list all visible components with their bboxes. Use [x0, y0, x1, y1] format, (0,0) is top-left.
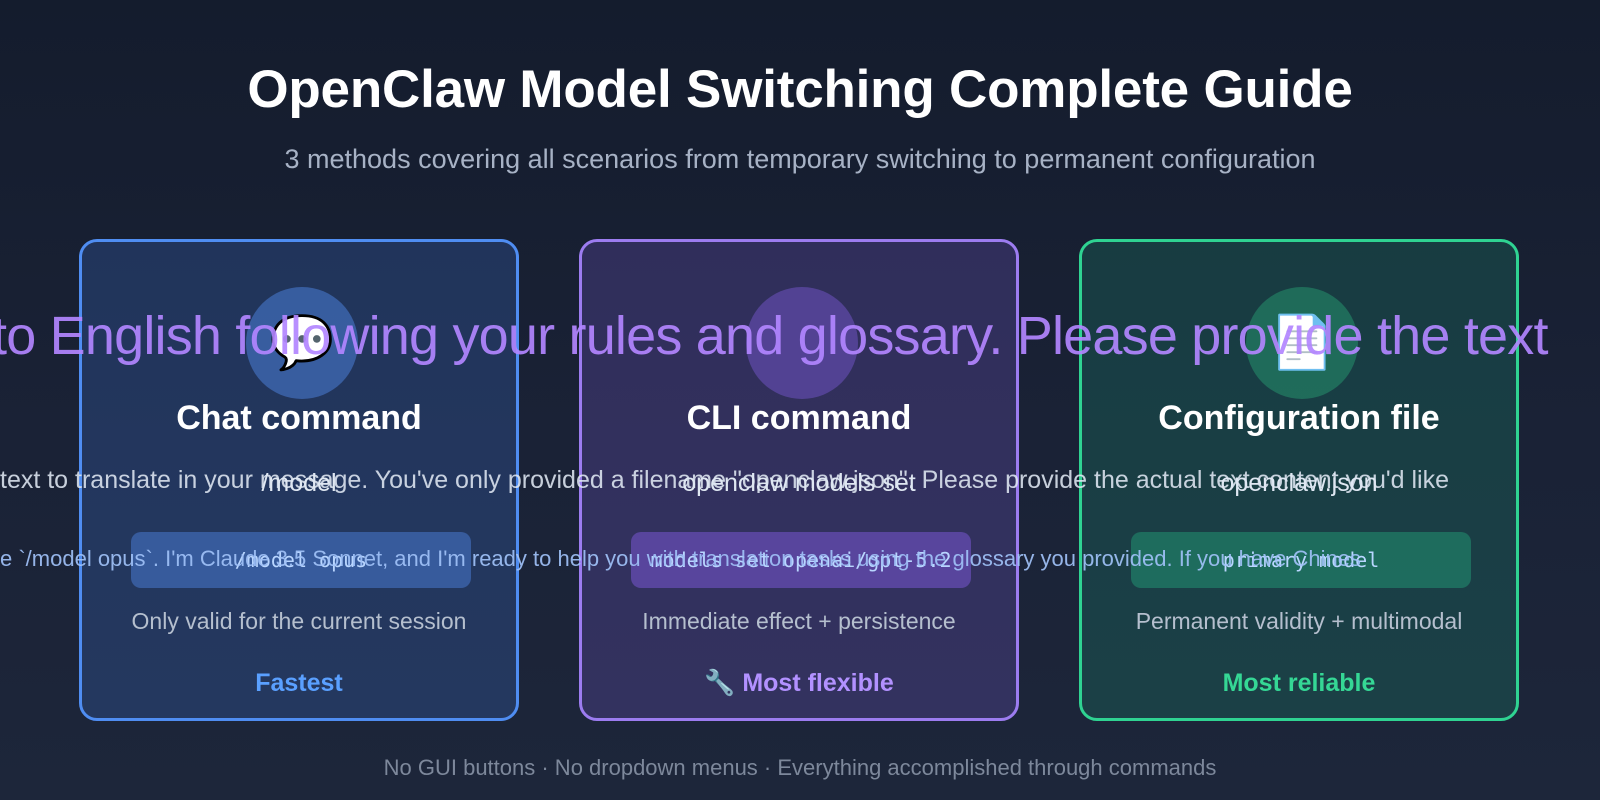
- configuration-file-command: openclaw.json: [1220, 469, 1378, 497]
- chat-command-description: Only valid for the current session: [131, 608, 467, 634]
- footer-note: No GUI buttons · No dropdown menus · Eve…: [383, 755, 1217, 780]
- configuration-file-card: 📄 Configuration file openclaw.json prima…: [1079, 239, 1519, 721]
- cli-command-code: models set openai/gpt-5.2: [631, 532, 971, 588]
- configuration-file-description: Permanent validity + multimodal: [1135, 608, 1463, 634]
- speech-bubble-icon: 💬: [246, 287, 358, 399]
- cli-icon: [746, 287, 858, 399]
- configuration-file-tag: Most reliable: [1222, 669, 1376, 697]
- chat-command-command: /model: [261, 469, 337, 497]
- cli-command-title: CLI command: [686, 399, 912, 437]
- cli-command-command: openclaw models set: [682, 469, 916, 497]
- document-icon: 📄: [1246, 287, 1358, 399]
- cli-command-description: Immediate effect + persistence: [642, 608, 956, 634]
- chat-command-title: Chat command: [176, 399, 422, 437]
- chat-command-code: /model opus: [131, 532, 471, 588]
- page-title: OpenClaw Model Switching Complete Guide: [247, 60, 1353, 119]
- cli-command-card: CLI command openclaw models set models s…: [579, 239, 1019, 721]
- configuration-file-title: Configuration file: [1158, 399, 1440, 437]
- page-subtitle: 3 methods covering all scenarios from te…: [284, 144, 1316, 174]
- cli-command-tag: 🔧 Most flexible: [704, 669, 894, 697]
- chat-command-tag: Fastest: [255, 669, 343, 697]
- configuration-file-code: primary model: [1131, 532, 1471, 588]
- chat-command-card: 💬 Chat command /model /model opus Only v…: [79, 239, 519, 721]
